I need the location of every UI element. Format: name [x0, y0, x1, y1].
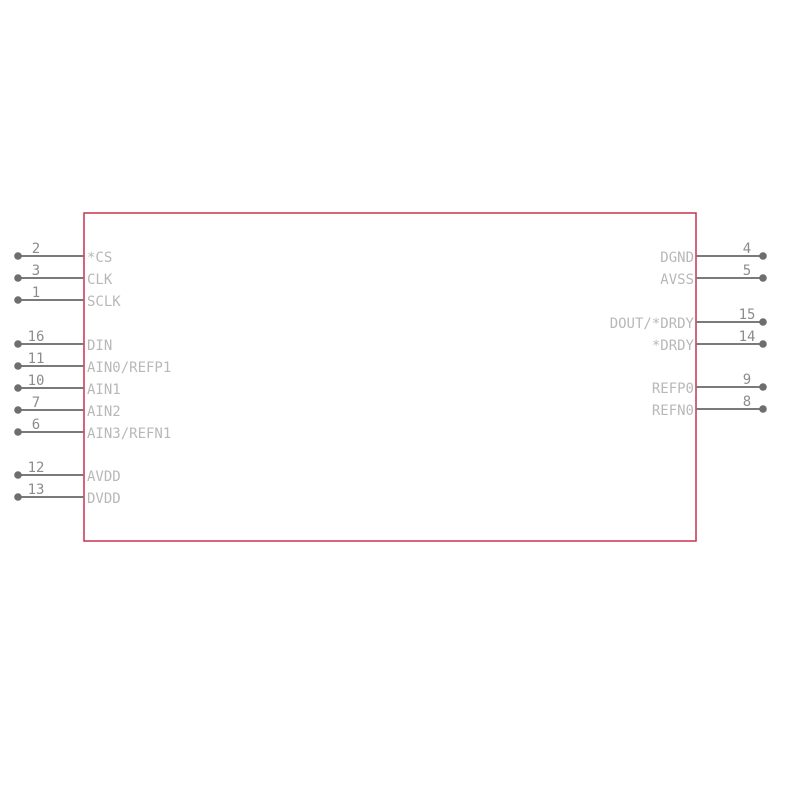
pin-number: 7: [32, 395, 40, 411]
pin-2: 2 *CS: [14, 241, 112, 266]
pin-label-sclk: SCLK: [87, 294, 121, 310]
pin-label-ain2: AIN2: [87, 404, 121, 420]
pin-14: 14 *DRDY: [652, 329, 767, 354]
pin-endpoint-dot: [14, 252, 22, 260]
pin-number: 15: [739, 307, 756, 323]
pin-label-clk: CLK: [87, 272, 113, 288]
pin-label-ain0-refp1: AIN0/REFP1: [87, 360, 171, 376]
pin-endpoint-dot: [14, 471, 22, 479]
pin-endpoint-dot: [14, 406, 22, 414]
pin-number: 8: [743, 394, 751, 410]
pin-endpoint-dot: [14, 384, 22, 392]
pin-number: 1: [32, 285, 40, 301]
left-pin-group: 2*CS3CLK1SCLK16DIN11AIN0/REFP110AIN17AIN…: [14, 241, 171, 507]
pin-number: 6: [32, 417, 40, 433]
pin-endpoint-dot: [14, 274, 22, 282]
pin-endpoint-dot: [14, 428, 22, 436]
pin-number: 12: [28, 460, 45, 476]
pin-endpoint-dot: [14, 493, 22, 501]
pin-number: 11: [28, 351, 45, 367]
pin-number: 9: [743, 372, 751, 388]
pin-label-avdd: AVDD: [87, 469, 121, 485]
pin-endpoint-dot: [759, 252, 767, 260]
pin-label-avss: AVSS: [660, 272, 694, 288]
pin-endpoint-dot: [759, 383, 767, 391]
pin-number: 13: [28, 482, 45, 498]
pin-label-cs: *CS: [87, 250, 112, 266]
pin-number: 2: [32, 241, 40, 257]
pin-endpoint-dot: [759, 318, 767, 326]
pin-number: 4: [743, 241, 751, 257]
pin-endpoint-dot: [759, 405, 767, 413]
pin-label-ain1: AIN1: [87, 382, 121, 398]
component-body: [83, 212, 697, 542]
pin-endpoint-dot: [14, 362, 22, 370]
pin-endpoint-dot: [759, 274, 767, 282]
pin-number: 5: [743, 263, 751, 279]
pin-label-ain3-refn1: AIN3/REFN1: [87, 426, 171, 442]
pin-number: 16: [28, 329, 45, 345]
pin-endpoint-dot: [14, 340, 22, 348]
pin-label-din: DIN: [87, 338, 112, 354]
pin-endpoint-dot: [14, 296, 22, 304]
pin-label-refp0: REFP0: [652, 381, 694, 397]
pin-label-dvdd: DVDD: [87, 491, 121, 507]
pin-label-dgnd: DGND: [660, 250, 694, 266]
pin-label-dout-drdy: DOUT/*DRDY: [610, 316, 695, 332]
pin-label-drdy: *DRDY: [652, 338, 695, 354]
pin-number: 10: [28, 373, 45, 389]
right-pin-group: 4DGND5AVSS15DOUT/*DRDY14*DRDY9REFP08REFN…: [610, 241, 767, 419]
pin-number: 14: [739, 329, 756, 345]
pin-label-refn0: REFN0: [652, 403, 694, 419]
pin-number: 3: [32, 263, 40, 279]
pin-endpoint-dot: [759, 340, 767, 348]
